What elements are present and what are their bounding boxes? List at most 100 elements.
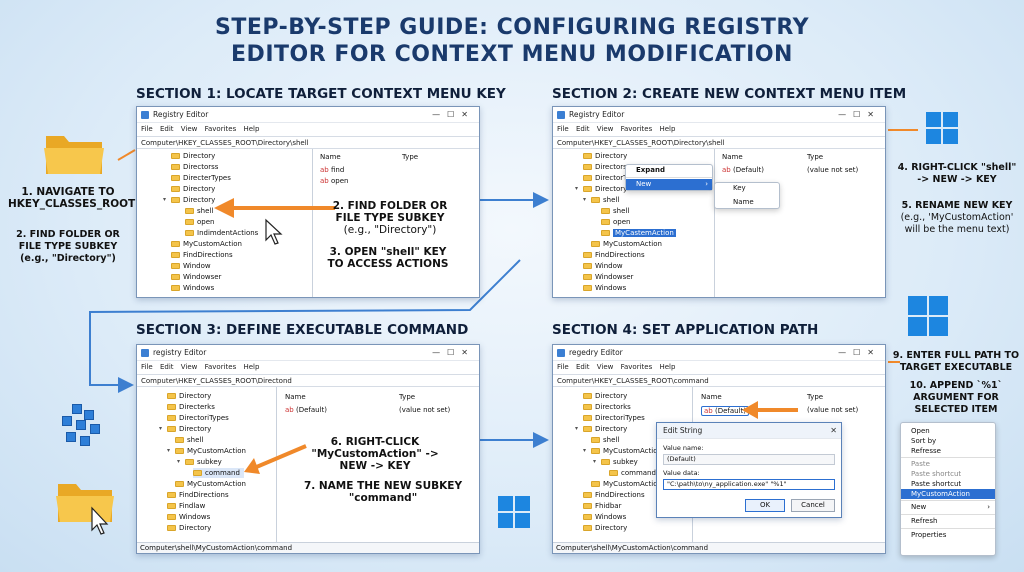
tree-item[interactable]: DirectoriTypes [167, 413, 229, 423]
address-bar[interactable]: Computer\HKEY_CLASSES_ROOT\command [553, 374, 885, 387]
column-type[interactable]: Type [402, 153, 419, 161]
tree-item[interactable]: ▾Directory [575, 184, 627, 194]
tree-item[interactable]: ▾subkey [593, 457, 638, 467]
tree-item[interactable]: Window [583, 261, 623, 271]
menu-view[interactable]: View [180, 363, 198, 371]
tree-item[interactable]: DirectoriTypes [583, 413, 645, 423]
column-type[interactable]: Type [807, 153, 824, 161]
tree-item[interactable]: FindDirections [583, 490, 645, 500]
window-controls[interactable]: —☐✕ [432, 110, 475, 119]
value-row[interactable]: ab (Default) [722, 166, 764, 174]
tree-item[interactable]: ▾MyCustomAction [583, 446, 662, 456]
tree-item[interactable]: Directerks [167, 402, 215, 412]
tree-item[interactable]: Directory [583, 151, 627, 161]
menu-favorites[interactable]: Favorites [204, 363, 237, 371]
tree-item[interactable]: FindDirections [171, 250, 233, 260]
titlebar[interactable]: registry Editor—☐✕ [137, 345, 479, 361]
menu-item-mycustomaction[interactable]: MyCustomAction [901, 489, 995, 499]
window-controls[interactable]: —☐✕ [838, 110, 881, 119]
tree-item[interactable]: shell [175, 435, 203, 445]
tree-item[interactable]: Directory [171, 151, 215, 161]
value-name-field[interactable]: (Default) [663, 454, 835, 465]
close-icon[interactable]: ✕ [830, 426, 837, 435]
menu-item-open[interactable]: Open [911, 427, 930, 435]
menu-help[interactable]: Help [659, 363, 676, 371]
value-row[interactable]: ab open [320, 177, 348, 185]
tree-item[interactable]: Windows [583, 512, 626, 522]
tree-item[interactable]: Directory [167, 523, 211, 533]
column-name[interactable]: Name [701, 393, 722, 401]
menu-item-paste[interactable]: Paste [911, 460, 930, 468]
tree-item[interactable]: open [601, 217, 630, 227]
tree-item[interactable]: Fhidbar [583, 501, 621, 511]
address-bar[interactable]: Computer\HKEY_CLASSES_ROOT\Directond [137, 374, 479, 387]
value-row[interactable]: ab (Default) [285, 406, 327, 414]
tree-item[interactable]: Windows [167, 512, 210, 522]
tree-item[interactable]: ▾Directory [163, 195, 215, 205]
column-name[interactable]: Name [320, 153, 341, 161]
menu-help[interactable]: Help [243, 125, 260, 133]
address-bar[interactable]: Computer\HKEY_CLASSES_ROOT\Directory\she… [553, 136, 885, 149]
menu-edit[interactable]: Edit [575, 363, 590, 371]
menu-file[interactable]: File [557, 125, 569, 133]
menu-item-expand[interactable]: Expand [636, 166, 666, 174]
tree-item-command[interactable]: command [193, 468, 244, 478]
menu-item-properties[interactable]: Properties [911, 531, 947, 539]
titlebar[interactable]: Registry Editor—☐✕ [137, 107, 479, 123]
menu-item-name[interactable]: Name [733, 198, 754, 206]
tree-item[interactable]: MyCustomAction [171, 239, 242, 249]
tree-item[interactable]: DirectorType [583, 173, 639, 183]
menu-help[interactable]: Help [659, 125, 676, 133]
tree-item[interactable]: Directory [167, 391, 211, 401]
tree-item[interactable]: MyCustomAction [591, 239, 662, 249]
tree-item[interactable]: MyCustomAction [591, 479, 662, 489]
tree-item[interactable]: Directorss [583, 162, 630, 172]
cancel-button[interactable]: Cancel [791, 499, 835, 512]
menu-edit[interactable]: Edit [159, 125, 174, 133]
menu-edit[interactable]: Edit [159, 363, 174, 371]
menu-help[interactable]: Help [243, 363, 260, 371]
tree-item[interactable]: Windows [171, 283, 214, 293]
column-type[interactable]: Type [399, 393, 416, 401]
column-name[interactable]: Name [285, 393, 306, 401]
tree-item[interactable]: IndimdentАctions [185, 228, 258, 238]
menu-item-paste-shortcut[interactable]: Paste shortcut [911, 470, 962, 478]
address-bar[interactable]: Computer\HKEY_CLASSES_ROOT\Directory\she… [137, 136, 479, 149]
menu-view[interactable]: View [596, 363, 614, 371]
tree-item[interactable]: ▾Directory [159, 424, 211, 434]
tree-item[interactable]: Findlaw [167, 501, 205, 511]
menu-file[interactable]: File [557, 363, 569, 371]
dialog-titlebar[interactable]: Edit String✕ [657, 423, 841, 439]
tree-item[interactable]: shell [601, 206, 629, 216]
menu-view[interactable]: View [596, 125, 614, 133]
tree-item[interactable]: ▾MyCustomAction [167, 446, 246, 456]
tree-item-new-key[interactable]: MyCastemAction [601, 228, 676, 238]
tree-item[interactable]: shell [591, 435, 619, 445]
window-controls[interactable]: —☐✕ [432, 348, 475, 357]
tree-item[interactable]: FindDirections [583, 250, 645, 260]
tree-item[interactable]: Window [171, 261, 211, 271]
menu-item-paste-shortcut-2[interactable]: Paste shortcut [911, 480, 962, 488]
tree-item[interactable]: Directory [583, 523, 627, 533]
tree-item[interactable]: DirecterTypes [171, 173, 231, 183]
menu-item-key[interactable]: Key [733, 184, 746, 192]
menu-file[interactable]: File [141, 125, 153, 133]
tree-item[interactable]: Windowser [171, 272, 221, 282]
tree-item[interactable]: Windowser [583, 272, 633, 282]
menu-item-new[interactable]: New› [626, 179, 712, 190]
tree-item[interactable]: ▾shell [583, 195, 619, 205]
tree-item[interactable]: ▾subkey [177, 457, 222, 467]
menu-item-refresh[interactable]: Refresse [911, 447, 941, 455]
tree-item[interactable]: Directory [583, 391, 627, 401]
tree-item[interactable]: FindDirections [167, 490, 229, 500]
menu-edit[interactable]: Edit [575, 125, 590, 133]
tree-item[interactable]: open [185, 217, 214, 227]
menu-favorites[interactable]: Favorites [620, 363, 653, 371]
column-type[interactable]: Type [807, 393, 824, 401]
window-controls[interactable]: —☐✕ [838, 348, 881, 357]
titlebar[interactable]: regedry Editor—☐✕ [553, 345, 885, 361]
tree-item[interactable]: Directorks [583, 402, 631, 412]
tree-item-shell[interactable]: shell [185, 206, 213, 216]
tree-item[interactable]: MyCustomAction [175, 479, 246, 489]
menu-item-sort-by[interactable]: Sort by [911, 437, 937, 445]
